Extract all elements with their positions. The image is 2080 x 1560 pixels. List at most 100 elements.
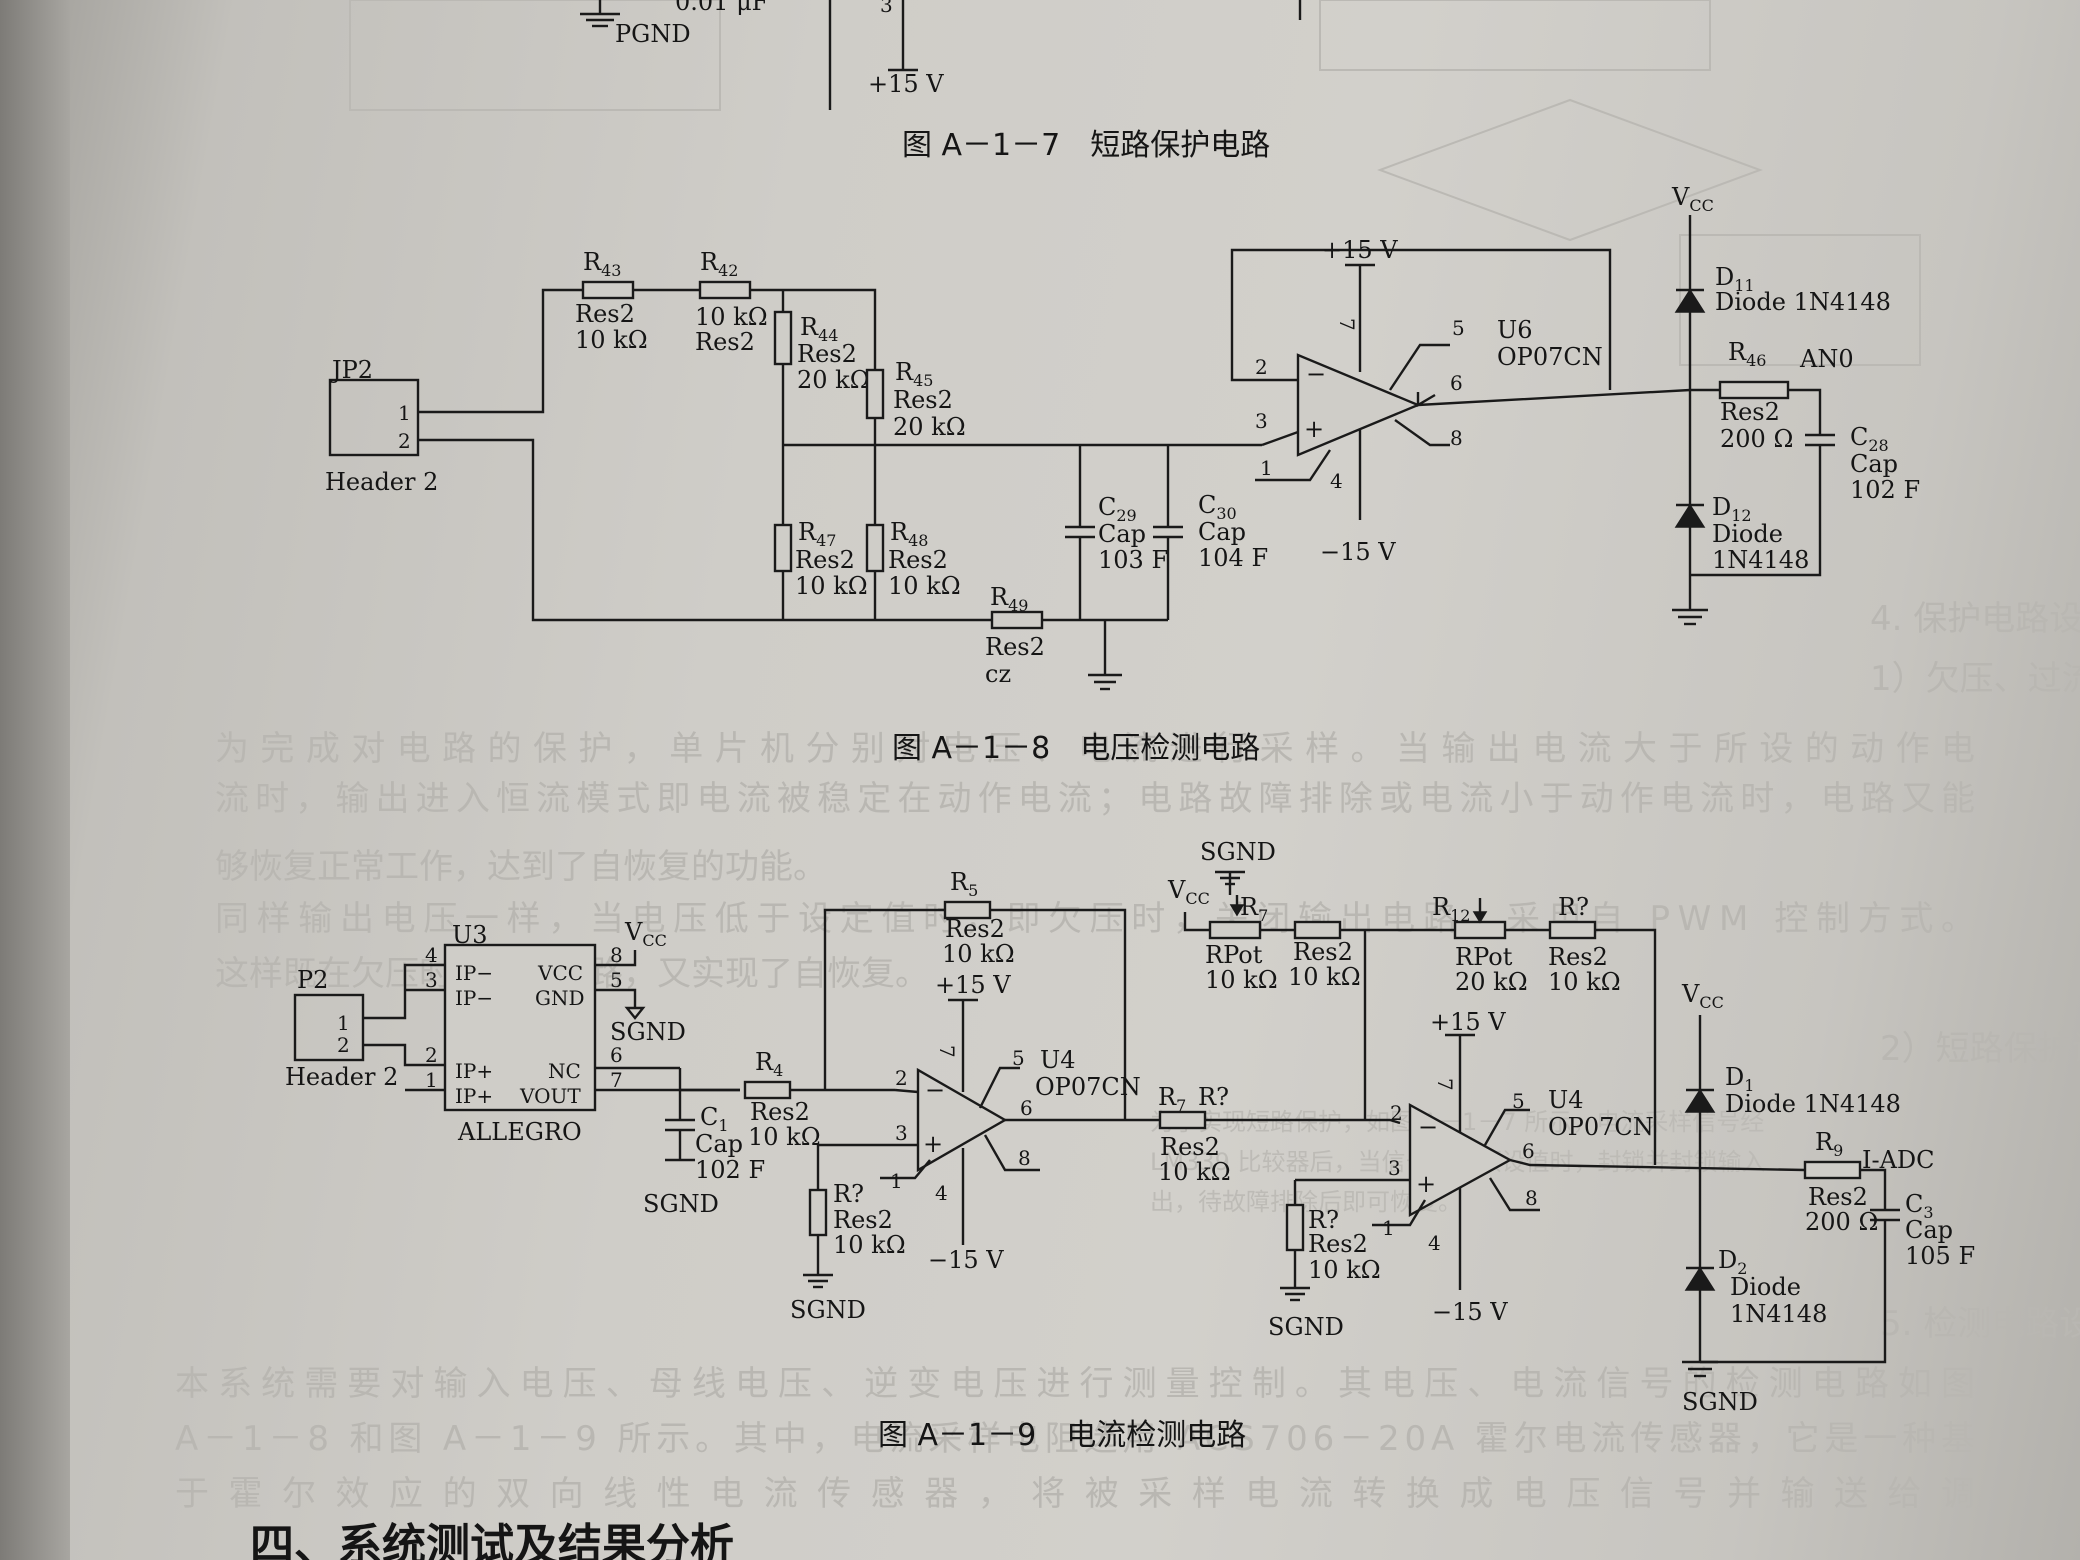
connector-ref: JP2 [329,356,373,384]
bleed-line: 为完成对电路的保护，单片机分别对电压、电流进行采样。当输出电流大于所设的动作电 [215,729,1975,769]
vneg-label: −15 V [1432,1298,1508,1326]
bleed-line: 5. 检测电路设计 [1880,1304,2080,1344]
r44-resistor [773,310,793,366]
opamp-minus: − [1306,360,1326,388]
cap-value-label: 0.01 μF [675,0,768,16]
r46-resistor [1718,380,1790,400]
diode-part: Diode 1N4148 [1715,288,1891,316]
pin-number: 7 [1335,318,1359,331]
resistor-value: 10 kΩ [748,1123,821,1151]
rq-resistor [1548,920,1597,940]
bleed-line: 2）短路保护设计 [1880,1029,2080,1069]
r49-resistor [990,610,1044,630]
vpos-label: +15 V [1430,1008,1506,1036]
bleed-line: 于霍尔效应的双向线性电流传感器，将被采样电流转换成电压信号并输送给调 [175,1474,1975,1514]
pot-value: 20 kΩ [1455,968,1528,996]
bleed-line: 4. 保护电路设计 [1870,599,2080,639]
resistor-value: Res2 [695,328,755,356]
resistor-type: Res2 [945,915,1005,943]
pin-number: 2 [1255,355,1268,379]
resistor-ref: R? [833,1180,864,1208]
sensor-pin-label: GND [535,986,585,1010]
diode-part: 1N4148 [1712,546,1809,574]
resistor-type: Res2 [893,386,953,414]
resistor-ref: R7 [1158,1083,1186,1115]
u4-opamp-1 [916,1067,1008,1173]
resistor-value: 10 kΩ [942,940,1015,968]
pin-number: 4 [425,943,438,967]
opamp-ref: U4 [1040,1046,1076,1074]
resistor-ref: R? [1308,1206,1339,1234]
pin-number: 3 [1388,1156,1401,1180]
pin-number: 8 [1450,426,1463,450]
sensor-name: ALLEGRO [457,1118,582,1146]
u6-opamp [1296,353,1422,457]
pin-number: 5 [1512,1089,1525,1113]
opamp-minus: − [925,1076,945,1104]
resistor-type: Res2 [1720,398,1780,426]
r42-resistor [698,280,752,300]
sensor-pin-label: IP+ [455,1084,493,1108]
pin-number: 4 [1330,469,1343,493]
pot-type: RPot [1455,943,1513,971]
supply-label: +15 V [868,70,944,98]
pin-number: 5 [1012,1046,1025,1070]
connector-name: Header 2 [285,1063,398,1091]
resistor-type: Res2 [795,546,855,574]
pot-ref: R12 [1432,893,1470,925]
pin-number: 1 [398,401,411,425]
sensor-pin-label: VCC [537,961,583,985]
pin-number: 2 [398,429,411,453]
resistor-type: Res2 [797,340,857,368]
r48-resistor [865,523,885,573]
sgnd-label: SGND [643,1190,719,1218]
bleed-box [1679,234,1921,366]
resistor-value: 10 kΩ [1288,963,1361,991]
vneg-label: −15 V [1320,538,1396,566]
resistor-value: cz [985,660,1011,688]
sgnd-label: SGND [610,1018,686,1046]
opamp-part: OP07CN [1548,1113,1654,1141]
pin-number: 4 [935,1181,948,1205]
connector-name: Header 2 [325,468,438,496]
r7-pot [1208,920,1262,940]
cap-type: Cap [1098,520,1146,548]
pin-number: 4 [1428,1231,1441,1255]
opamp-plus: + [1304,415,1324,443]
opamp-plus: + [1416,1170,1436,1198]
opamp-plus: + [923,1130,943,1158]
cap-type: Cap [695,1130,743,1158]
pin-number: 6 [1522,1139,1535,1163]
vcc-label: VCC [1681,980,1724,1012]
resistor-value: 20 kΩ [797,366,870,394]
rq-resistor [1285,1203,1305,1252]
pin-number: 6 [1020,1096,1033,1120]
vpos-label: +15 V [1322,236,1398,264]
cap-value: 104 F [1198,544,1268,572]
resistor-value: 10 kΩ [575,326,648,354]
bleed-line: 同样输出电压一样，当电压低于设定值时，即欠压时，关闭输出电路，采用自 PWM 控… [215,899,1975,939]
resistor-type: Res2 [833,1206,893,1234]
r47-resistor [773,523,793,573]
connector-ref: P2 [297,966,328,994]
sensor-pin-label: IP− [455,986,493,1010]
cap-type: Cap [1850,450,1898,478]
pot-value: 10 kΩ [1205,966,1278,994]
cap-value: 102 F [1850,476,1920,504]
cap-value: 102 F [695,1156,765,1184]
p2-connector [293,993,365,1062]
pin-number: 5 [610,968,623,992]
pin-number: 3 [425,968,438,992]
fig-a-1-9-current-detection: P2 1 2 Header 2 U3 IP− IP− IP+ IP+ VCC G… [285,838,1975,1453]
resistor-type: Res2 [750,1098,810,1126]
bleed-line: 够恢复正常工作，达到了自恢复的功能。 [215,847,827,887]
resistor-type: Res2 [985,633,1045,661]
page-gutter-shadow [0,0,70,1560]
resistor-type: Res2 [575,300,635,328]
pin-number: 8 [1525,1186,1538,1210]
resistor-ref: R? [1198,1083,1229,1111]
resistor-type: Res2 [1808,1183,1868,1211]
r4-resistor [743,1080,792,1100]
